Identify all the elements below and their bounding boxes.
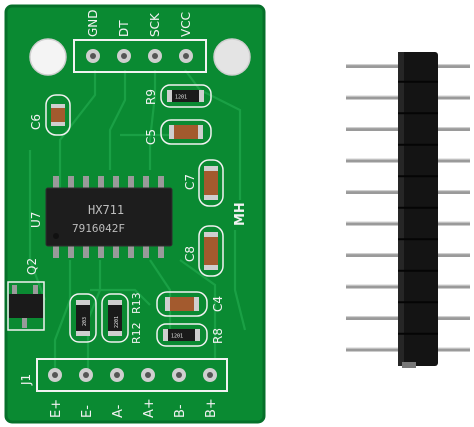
code-r12: 203 bbox=[82, 317, 88, 326]
label-a-minus: A- bbox=[111, 404, 126, 418]
top-header-outline bbox=[73, 39, 207, 73]
label-r13: R13 bbox=[130, 292, 143, 314]
label-e-plus: E+ bbox=[49, 399, 64, 418]
label-c5: C5 bbox=[144, 129, 158, 145]
label-b-minus: B- bbox=[173, 404, 188, 418]
pin-header-segments bbox=[398, 80, 438, 335]
pin-header-body bbox=[398, 52, 438, 366]
capacitor-c4: C4 bbox=[156, 291, 225, 317]
label-dt: DT bbox=[117, 20, 131, 37]
chip-pin1-dot bbox=[53, 233, 59, 239]
header-segment-divider-4 bbox=[398, 175, 438, 178]
bottom-header-pads bbox=[48, 368, 217, 382]
label-u7: U7 bbox=[29, 212, 43, 228]
header-segment-divider-7 bbox=[398, 269, 438, 272]
header-segment-divider-2 bbox=[398, 112, 438, 115]
label-vcc: VCC bbox=[179, 12, 193, 37]
header-segment-divider-9 bbox=[398, 332, 438, 335]
capacitor-c6: C6 bbox=[29, 94, 71, 136]
chip-body bbox=[46, 188, 172, 246]
bottom-header-j1: J1 E+ E- A- A+ B- B+ bbox=[19, 358, 228, 418]
label-r8: R8 bbox=[211, 328, 225, 344]
resistor-r8: 1201 R8 bbox=[156, 323, 225, 347]
top-header: GND DT SCK VCC bbox=[73, 9, 207, 73]
transistor-q2: Q2 bbox=[7, 258, 45, 331]
code-r9: 1201 bbox=[175, 95, 187, 101]
capacitor-c7: C7 bbox=[183, 159, 224, 207]
chip-pins-bottom bbox=[53, 244, 164, 258]
chip-code: 7916042F bbox=[72, 222, 125, 235]
label-c6: C6 bbox=[29, 114, 43, 130]
label-sck: SCK bbox=[148, 12, 162, 37]
label-r9: R9 bbox=[144, 89, 158, 105]
capacitor-c5: C5 bbox=[144, 119, 212, 145]
label-e-minus: E- bbox=[80, 405, 95, 418]
top-header-pads bbox=[86, 49, 193, 63]
label-q2: Q2 bbox=[25, 258, 39, 275]
header-segment-divider-5 bbox=[398, 206, 438, 209]
label-c7: C7 bbox=[183, 174, 197, 190]
label-mh: MH bbox=[233, 202, 248, 226]
mounting-hole-left bbox=[29, 38, 67, 76]
label-j1: J1 bbox=[19, 374, 33, 386]
chip-pins-top bbox=[53, 176, 164, 190]
pin-header-bottom-tip bbox=[402, 362, 416, 368]
header-segment-divider-1 bbox=[398, 80, 438, 83]
header-segment-divider-3 bbox=[398, 143, 438, 146]
label-c4: C4 bbox=[211, 296, 225, 312]
header-segment-divider-6 bbox=[398, 238, 438, 241]
resistor-r13: 2201 R12 R13 bbox=[101, 292, 143, 344]
hx711-chip: HX711 7916042F U7 bbox=[29, 176, 173, 258]
hx711-board: GND DT SCK VCC C6 1201 R9 bbox=[4, 4, 266, 424]
pcb-edge bbox=[4, 4, 266, 424]
q2-body bbox=[9, 294, 43, 318]
code-r13: 2201 bbox=[114, 316, 120, 328]
pin-header-highlight bbox=[398, 52, 404, 366]
label-gnd: GND bbox=[86, 9, 100, 37]
resistor-r9: 1201 R9 bbox=[144, 84, 212, 108]
code-r8: 1201 bbox=[171, 334, 183, 340]
bottom-header-outline bbox=[36, 358, 228, 392]
label-c8: C8 bbox=[183, 246, 197, 262]
resistor-r12: 203 bbox=[69, 293, 97, 343]
label-a-plus: A+ bbox=[142, 398, 157, 418]
header-segment-divider-8 bbox=[398, 301, 438, 304]
label-r12: R12 bbox=[130, 322, 143, 344]
pin-header-strip bbox=[346, 52, 470, 368]
chip-part: HX711 bbox=[88, 203, 124, 217]
label-b-plus: B+ bbox=[204, 398, 219, 418]
capacitor-c8: C8 bbox=[183, 225, 224, 277]
mounting-hole-right bbox=[213, 38, 251, 76]
